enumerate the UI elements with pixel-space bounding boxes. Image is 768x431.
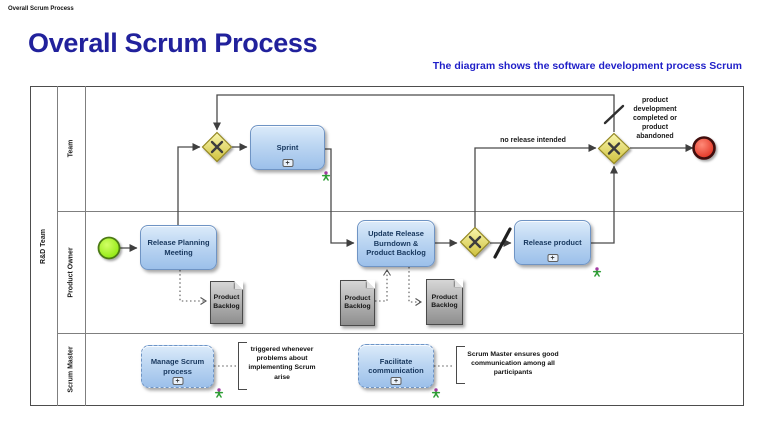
task-facilitate-communication: Facilitate communication + [358,344,434,388]
label-no-release-intended: no release intended [500,137,566,144]
flow-planning-to-gateway [177,143,201,225]
annotation-bracket-2 [456,346,465,384]
performer-icon-manage-scrum [214,387,224,399]
annotation-bracket-1 [238,342,247,390]
performer-icon-facilitate [431,387,441,399]
data-associations [179,267,454,367]
subprocess-marker-icon: + [282,159,293,167]
document-fold-underside [235,282,242,289]
lane-divider-1 [57,211,744,212]
performer-icon-sprint [321,170,331,182]
page-title: Overall Scrum Process [28,28,318,58]
assoc-update-to-backlog3 [408,267,423,306]
task-sprint: Sprint + [250,125,325,170]
pool-label-divider [57,86,58,406]
task-update-release-burndown: Update Release Burndown & Product Backlo… [357,220,435,267]
data-object-product-backlog-1: Product Backlog [210,281,243,324]
flow-release-product-to-gateway [591,165,618,244]
assoc-backlog2-to-update [375,268,391,302]
annotation-manage-scrum: triggered whenever problems about implem… [248,346,316,381]
xor-gateway-end-icon [597,132,631,165]
data-object-product-backlog-2: Product Backlog [340,280,375,326]
flow-no-release-intended [474,144,597,228]
document-fold-underside [455,280,462,287]
start-event-icon [97,236,121,260]
xor-gateway-release-icon [459,226,491,258]
xor-gateway-loop-icon [201,131,233,163]
end-event-icon [692,136,716,160]
performer-icon-release-product [592,266,602,278]
task-release-product: Release product + [514,220,591,265]
default-flow-slash-loop [603,104,625,125]
task-release-planning-meeting: Release Planning Meeting [140,225,217,270]
annotation-facilitate: Scrum Master ensures good communication … [467,351,559,377]
subprocess-marker-icon: + [547,254,558,262]
data-object-product-backlog-3: Product Backlog [426,279,463,325]
document-fold-underside [367,281,374,288]
default-flow-slash-release [493,227,512,259]
pool-border [30,86,744,406]
subprocess-marker-icon: + [172,377,183,385]
assoc-planning-to-backlog1 [179,270,208,305]
flow-sprint-to-update [325,148,355,247]
task-manage-scrum-process: Manage Scrum process + [141,345,214,388]
lane-divider-2 [57,333,744,334]
lane-label-divider [85,86,86,406]
document-header: Overall Scrum Process [8,6,74,12]
subprocess-marker-icon: + [390,377,402,385]
page-subtitle: The diagram shows the software developme… [432,60,742,72]
label-end-event: product development completed or product… [633,97,677,141]
